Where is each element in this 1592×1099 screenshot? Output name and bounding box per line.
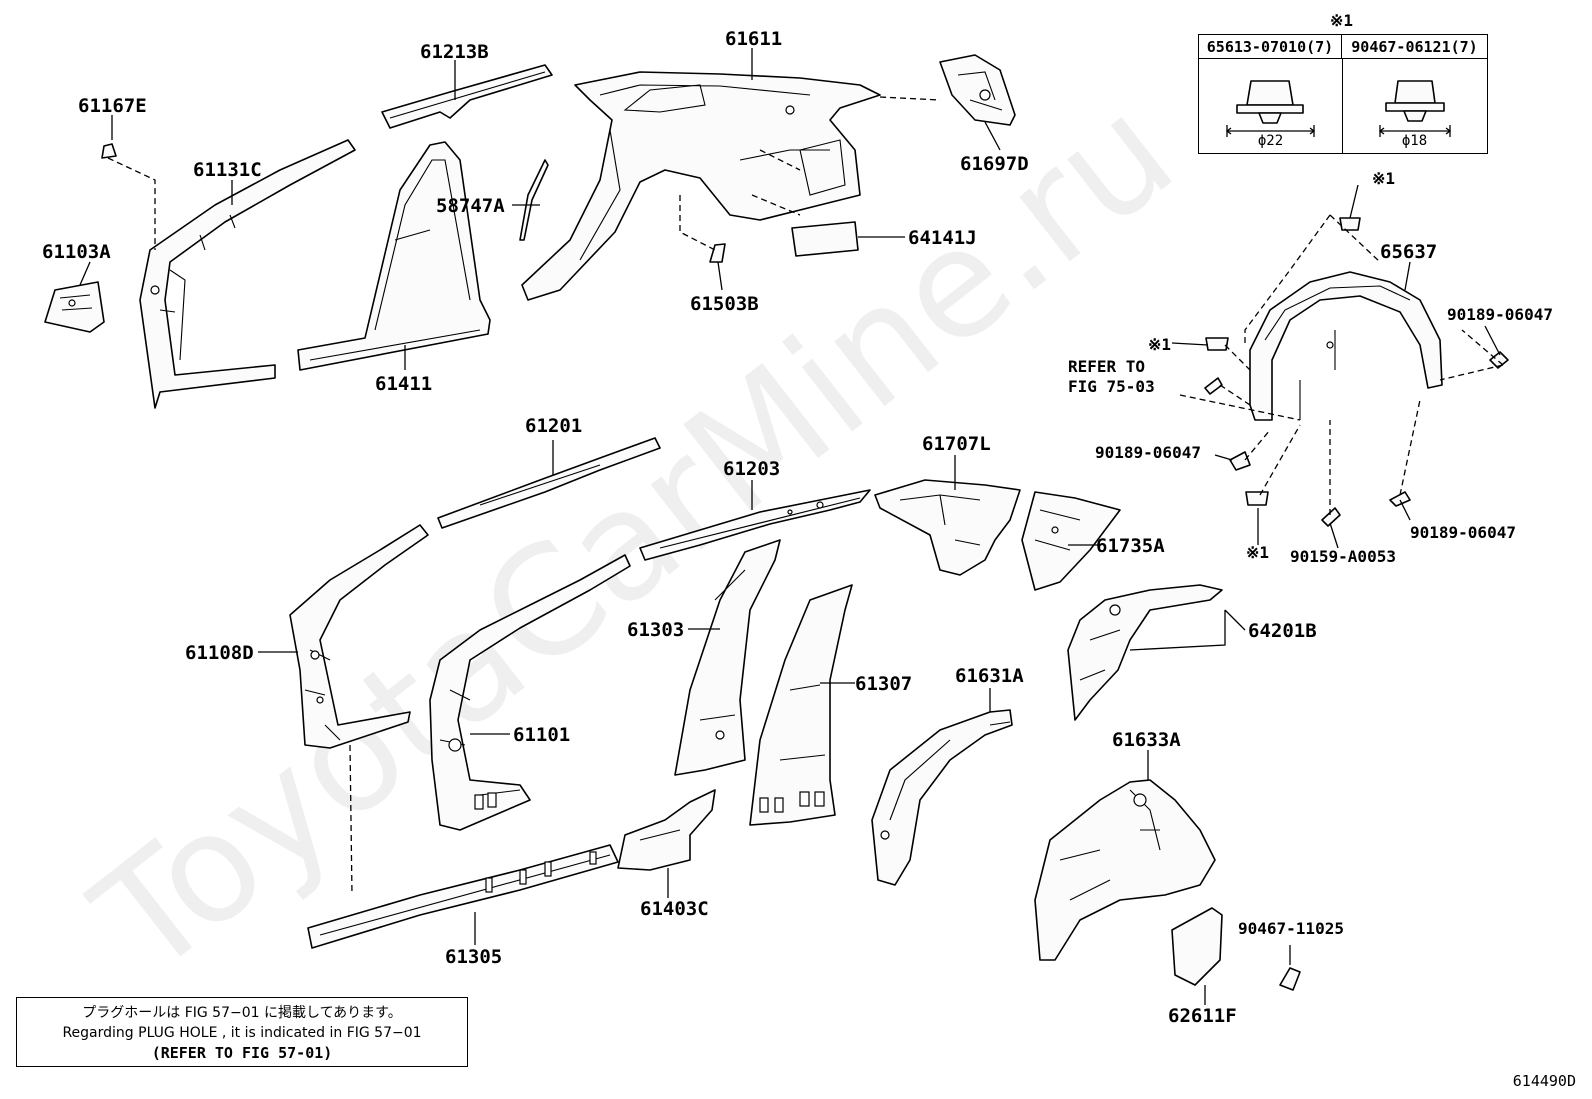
part-61611[interactable] — [521, 71, 881, 301]
part-61697D[interactable] — [939, 54, 1016, 126]
part-64201B[interactable] — [1067, 584, 1223, 721]
label-61631A[interactable]: 61631A — [955, 665, 1024, 687]
label-61503B[interactable]: 61503B — [690, 293, 759, 315]
label-61131C[interactable]: 61131C — [193, 159, 262, 181]
bolt-icon[interactable] — [1229, 451, 1251, 471]
clip-icon[interactable] — [1245, 491, 1269, 506]
plug-hole-note: プラグホールは FIG 57−01 に掲載してあります。 Regarding P… — [16, 997, 468, 1067]
clip-icon[interactable] — [1205, 337, 1229, 351]
bolt-icon[interactable] — [1204, 377, 1223, 395]
part-61503B[interactable] — [709, 243, 726, 263]
label-61411[interactable]: 61411 — [375, 373, 432, 395]
part-61108D[interactable] — [289, 524, 429, 749]
clip-dim-18: ϕ18 — [1401, 133, 1428, 149]
part-61201[interactable] — [437, 437, 661, 529]
label-refer-to: REFER TO — [1068, 357, 1145, 376]
part-58747A[interactable] — [519, 159, 549, 241]
label-61101[interactable]: 61101 — [513, 724, 570, 746]
part-61305[interactable] — [307, 844, 619, 949]
part-61631A[interactable] — [871, 709, 1013, 886]
label-61167E[interactable]: 61167E — [78, 95, 147, 117]
clip-icon[interactable] — [1339, 217, 1361, 231]
part-61633A[interactable] — [1034, 779, 1216, 961]
clip-table-cell-2: ϕ18 — [1342, 59, 1487, 153]
clip-table-mark: ※1 — [1330, 11, 1353, 30]
clip-icon[interactable] — [1279, 967, 1301, 991]
label-61305[interactable]: 61305 — [445, 946, 502, 968]
label-90467-11025[interactable]: 90467-11025 — [1238, 919, 1344, 938]
screw-icon[interactable] — [1321, 507, 1341, 527]
label-61611[interactable]: 61611 — [725, 28, 782, 50]
part-61403C[interactable] — [617, 789, 716, 871]
note-refer-link[interactable]: (REFER TO FIG 57-01) — [151, 1044, 333, 1062]
label-fig-75-03[interactable]: FIG 75-03 — [1068, 377, 1155, 396]
label-90189-06047-bottom[interactable]: 90189-06047 — [1410, 523, 1516, 542]
label-mark1-left: ※1 — [1148, 335, 1171, 354]
part-62611F[interactable] — [1171, 907, 1223, 986]
part-65637[interactable] — [1249, 271, 1443, 421]
label-61108D[interactable]: 61108D — [185, 642, 254, 664]
figure-id: 614490D — [1512, 1072, 1576, 1090]
part-61307[interactable] — [749, 584, 853, 826]
label-58747A[interactable]: 58747A — [436, 195, 505, 217]
label-61707L[interactable]: 61707L — [922, 433, 991, 455]
label-61633A[interactable]: 61633A — [1112, 729, 1181, 751]
part-61103A[interactable] — [44, 281, 105, 333]
label-61201[interactable]: 61201 — [525, 415, 582, 437]
clip-table-cell-1: ϕ22 — [1199, 59, 1343, 153]
label-mark1-bottom: ※1 — [1246, 543, 1269, 562]
note-line-english: Regarding PLUG HOLE , it is indicated in… — [62, 1025, 422, 1041]
label-61103A[interactable]: 61103A — [42, 241, 111, 263]
label-90189-06047-left[interactable]: 90189-06047 — [1095, 443, 1201, 462]
label-90189-06047-right[interactable]: 90189-06047 — [1447, 305, 1553, 324]
part-61707L[interactable] — [874, 479, 1021, 576]
label-61403C[interactable]: 61403C — [640, 898, 709, 920]
part-61101[interactable] — [429, 554, 631, 831]
part-61411[interactable] — [297, 141, 491, 371]
clip-table-header-2[interactable]: 90467-06121(7) — [1342, 35, 1487, 59]
part-61203[interactable] — [639, 489, 871, 561]
part-61303[interactable] — [674, 539, 781, 776]
label-61203[interactable]: 61203 — [723, 458, 780, 480]
label-mark1-top: ※1 — [1372, 169, 1395, 188]
clip-65613-icon — [1225, 80, 1316, 137]
clip-90467-icon — [1378, 80, 1452, 137]
label-61213B[interactable]: 61213B — [420, 41, 489, 63]
bolt-icon[interactable] — [1489, 351, 1509, 369]
label-61697D[interactable]: 61697D — [960, 153, 1029, 175]
part-64141J[interactable] — [791, 221, 859, 257]
label-61735A[interactable]: 61735A — [1096, 535, 1165, 557]
note-line-japanese: プラグホールは FIG 57−01 に掲載してあります。 — [82, 1005, 402, 1021]
label-61303[interactable]: 61303 — [627, 619, 684, 641]
clip-table-header-1[interactable]: 65613-07010(7) — [1199, 35, 1342, 59]
label-62611F[interactable]: 62611F — [1168, 1005, 1237, 1027]
label-64201B[interactable]: 64201B — [1248, 620, 1317, 642]
part-61167E[interactable] — [101, 143, 117, 159]
label-61307[interactable]: 61307 — [855, 673, 912, 695]
label-64141J[interactable]: 64141J — [908, 227, 977, 249]
label-65637[interactable]: 65637 — [1380, 241, 1437, 263]
part-61131C[interactable] — [139, 139, 356, 409]
clip-reference-table: 65613-07010(7) 90467-06121(7) ϕ22 ϕ18 — [1198, 34, 1488, 154]
label-90159-A0053[interactable]: 90159-A0053 — [1290, 547, 1396, 566]
part-61213B[interactable] — [381, 64, 553, 129]
clip-dim-22: ϕ22 — [1257, 133, 1284, 149]
part-61735A[interactable] — [1021, 491, 1121, 591]
